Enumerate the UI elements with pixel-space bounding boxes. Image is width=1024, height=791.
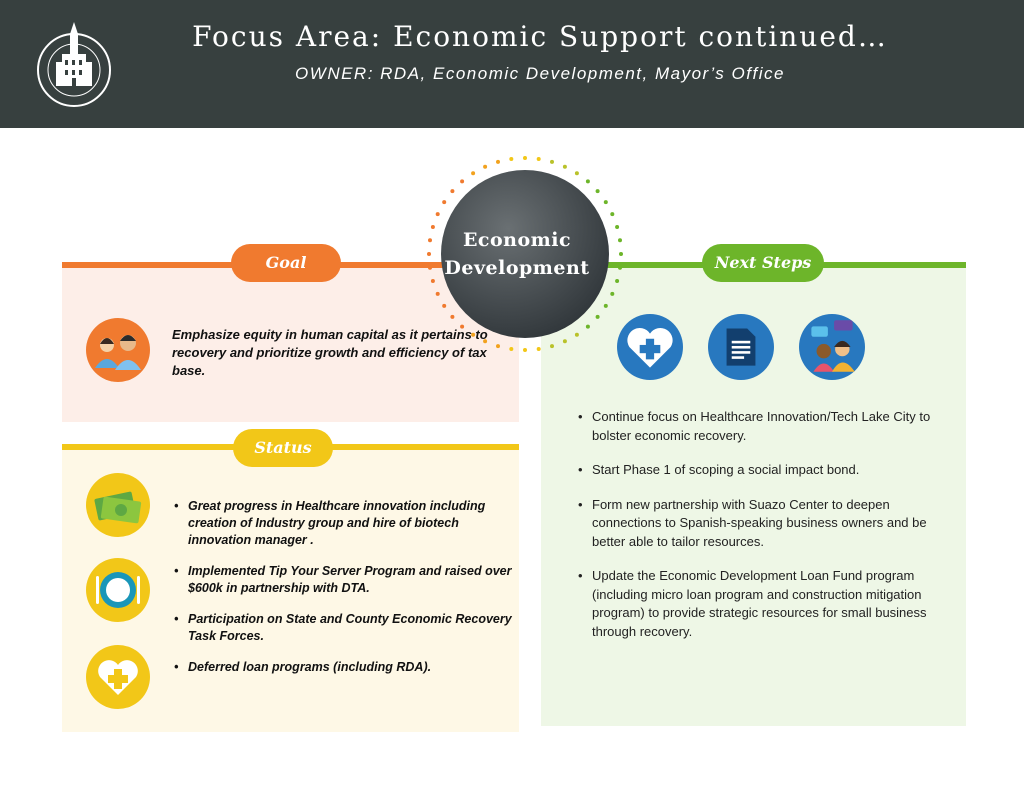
- ring-dot: [562, 164, 567, 169]
- ring-dot: [496, 159, 500, 164]
- badge-title: Economic Development: [444, 229, 590, 279]
- ring-dot: [585, 324, 590, 329]
- ring-dot: [430, 279, 435, 283]
- status-label: Status: [233, 429, 333, 467]
- ring-dot: [435, 212, 440, 217]
- ring-dot: [603, 200, 608, 205]
- header-banner: Focus Area: Economic Support continued… …: [0, 0, 1024, 128]
- status-item: Implemented Tip Your Server Program and …: [172, 563, 512, 597]
- ring-dot: [427, 252, 431, 256]
- ring-dot: [615, 225, 620, 229]
- ring-dot: [450, 314, 455, 319]
- status-list: Great progress in Healthcare innovation …: [172, 498, 512, 676]
- ring-dot: [615, 279, 620, 283]
- ring-dot: [442, 303, 447, 308]
- people-icon: [86, 318, 150, 382]
- economic-development-badge: [427, 156, 623, 352]
- money-icon: [86, 473, 150, 537]
- status-item: Participation on State and County Econom…: [172, 611, 512, 645]
- next-step-item: Update the Economic Development Loan Fun…: [578, 567, 948, 641]
- next-steps-label: Next Steps: [702, 244, 824, 282]
- ring-dot: [562, 339, 567, 344]
- ring-dot: [509, 157, 514, 161]
- ring-dot: [618, 238, 622, 243]
- ring-dot: [619, 252, 623, 256]
- ring-dot: [585, 179, 590, 184]
- goal-text: Emphasize equity in human capital as it …: [172, 327, 488, 378]
- ring-dot: [550, 159, 554, 164]
- next-step-item: Form new partnership with Suazo Center t…: [578, 496, 948, 552]
- next-step-item: Start Phase 1 of scoping a social impact…: [578, 461, 948, 480]
- ring-dot: [603, 303, 608, 308]
- ring-dot: [536, 157, 541, 161]
- conversation-icon: [799, 314, 865, 380]
- ring-dot: [523, 156, 527, 160]
- ring-dot: [471, 171, 476, 176]
- next-step-item: Continue focus on Healthcare Innovation/…: [578, 408, 948, 445]
- ring-dot: [618, 265, 622, 270]
- ring-dot: [460, 179, 465, 184]
- status-item: Great progress in Healthcare innovation …: [172, 498, 512, 549]
- ring-dot: [471, 332, 476, 337]
- next-steps-list: Continue focus on Healthcare Innovation/…: [578, 408, 948, 641]
- ring-dot: [450, 189, 455, 194]
- document-icon: [708, 314, 774, 380]
- page-title: Focus Area: Economic Support continued…: [192, 20, 888, 53]
- heart-plus-icon: [86, 645, 150, 709]
- ring-dot: [430, 225, 435, 229]
- ring-dot: [435, 291, 440, 296]
- ring-dot: [595, 314, 600, 319]
- city-seal-icon: [37, 22, 111, 107]
- ring-dot: [428, 238, 432, 243]
- ring-dot: [536, 347, 541, 351]
- ring-dot: [460, 324, 465, 329]
- ring-dot: [523, 348, 527, 352]
- ring-dot: [595, 189, 600, 194]
- ring-dot: [509, 347, 514, 351]
- goal-label: Goal: [231, 244, 341, 282]
- plate-icon: [86, 558, 150, 622]
- ring-dot: [428, 265, 432, 270]
- ring-dot: [483, 164, 488, 169]
- status-item: Deferred loan programs (including RDA).: [172, 659, 512, 676]
- heart-plus-icon: [617, 314, 683, 380]
- ring-dot: [610, 291, 615, 296]
- ring-dot: [574, 171, 579, 176]
- ring-dot: [442, 200, 447, 205]
- ring-dot: [574, 332, 579, 337]
- ring-dot: [610, 212, 615, 217]
- ring-dot: [483, 339, 488, 344]
- ring-dot: [496, 344, 500, 349]
- owner-subtitle: OWNER: RDA, Economic Development, Mayor’…: [295, 64, 785, 83]
- ring-dot: [550, 344, 554, 349]
